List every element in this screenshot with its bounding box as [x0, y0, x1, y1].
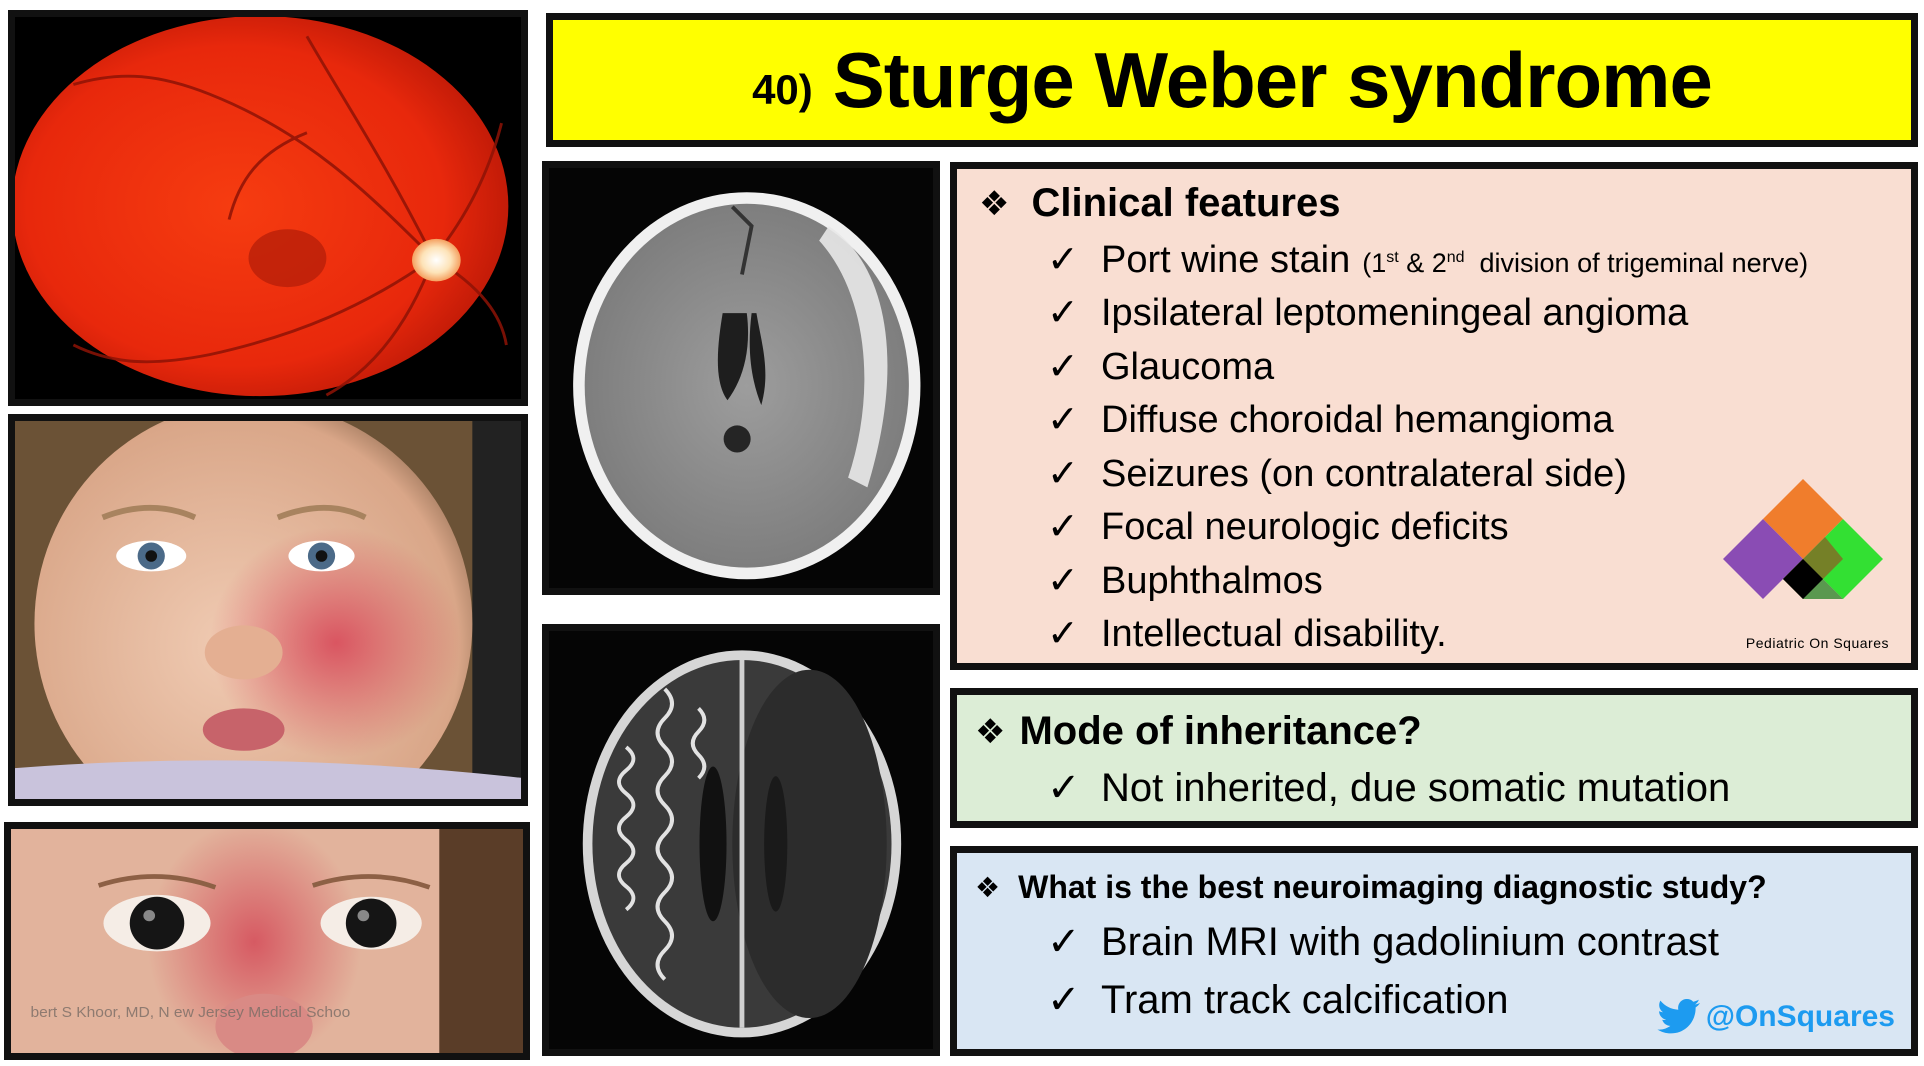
diamond-bullet-icon: ❖ [979, 183, 1010, 224]
child-face-photo [8, 414, 528, 806]
list-item: ✓ Diffuse choroidal hemangioma [1047, 397, 1614, 442]
list-item: ✓ Buphthalmos [1047, 558, 1323, 603]
check-icon: ✓ [1047, 919, 1081, 965]
check-icon: ✓ [1047, 611, 1079, 655]
check-icon: ✓ [1047, 558, 1079, 602]
item-text: Brain MRI with gadolinium contrast [1101, 920, 1720, 964]
item-text: Ipsilateral leptomeningeal angioma [1101, 292, 1689, 334]
page-title: Sturge Weber syndrome [832, 35, 1713, 124]
list-item: ✓ Brain MRI with gadolinium contrast [1047, 919, 1719, 965]
inheritance-panel: ❖ Mode of inheritance? ✓ Not inherited, … [950, 688, 1918, 828]
twitter-handle[interactable]: @OnSquares [1656, 997, 1895, 1037]
check-icon: ✓ [1047, 765, 1081, 811]
mri-scan-image [542, 624, 940, 1056]
item-text: Glaucoma [1101, 346, 1275, 388]
inheritance-heading: ❖ Mode of inheritance? [975, 709, 1422, 754]
check-icon: ✓ [1047, 237, 1079, 281]
item-text: Diffuse choroidal hemangioma [1101, 399, 1614, 441]
diamond-bullet-icon: ❖ [975, 871, 1001, 904]
clinical-heading: ❖ Clinical features [979, 181, 1341, 226]
check-icon: ✓ [1047, 977, 1081, 1023]
neuroimaging-panel: ❖ What is the best neuroimaging diagnost… [950, 846, 1918, 1056]
check-icon: ✓ [1047, 504, 1079, 548]
inheritance-heading-text: Mode of inheritance? [1019, 709, 1422, 753]
title-banner: 40) Sturge Weber syndrome [546, 13, 1918, 147]
ct-scan-image [542, 161, 940, 595]
clinical-heading-text: Clinical features [1031, 181, 1341, 225]
list-item: ✓ Seizures (on contralateral side) [1047, 451, 1627, 496]
list-item: ✓ Tram track calcification [1047, 977, 1509, 1023]
item-text: Focal neurologic deficits [1101, 506, 1509, 548]
twitter-handle-text: @OnSquares [1705, 1000, 1895, 1033]
item-text: Port wine stain [1101, 239, 1351, 281]
item-text: Not inherited, due somatic mutation [1101, 766, 1731, 810]
child-eyes-photo: bert S Khoor, MD, N ew Jersey Medical Sc… [4, 822, 530, 1060]
item-text: Buphthalmos [1101, 560, 1323, 602]
item-text: Seizures (on contralateral side) [1101, 453, 1627, 495]
check-icon: ✓ [1047, 397, 1079, 441]
diamond-bullet-icon: ❖ [975, 711, 1006, 752]
imaging-heading-text: What is the best neuroimaging diagnostic… [1018, 869, 1767, 905]
imaging-heading: ❖ What is the best neuroimaging diagnost… [975, 869, 1767, 906]
list-item: ✓ Intellectual disability. [1047, 611, 1447, 656]
twitter-bird-icon [1657, 999, 1700, 1034]
photo-watermark: bert S Khoor, MD, N ew Jersey Medical Sc… [30, 1004, 350, 1021]
check-icon: ✓ [1047, 290, 1079, 334]
check-icon: ✓ [1047, 344, 1079, 388]
list-item: ✓ Not inherited, due somatic mutation [1047, 765, 1730, 811]
fundus-photo [8, 10, 528, 406]
slide-number: 40) [752, 66, 813, 113]
logo-icon [1723, 479, 1883, 599]
list-item: ✓ Port wine stain (1st & 2nd division of… [1047, 237, 1808, 282]
list-item: ✓ Ipsilateral leptomeningeal angioma [1047, 290, 1688, 335]
item-text: Intellectual disability. [1101, 613, 1447, 655]
item-text: Tram track calcification [1101, 978, 1509, 1022]
clinical-features-panel: ❖ Clinical features ✓ Port wine stain (1… [950, 162, 1918, 670]
logo-text: Pediatric On Squares [1745, 635, 1889, 651]
list-item: ✓ Focal neurologic deficits [1047, 504, 1509, 549]
item-note: (1st & 2nd division of trigeminal nerve) [1362, 248, 1809, 278]
list-item: ✓ Glaucoma [1047, 344, 1274, 389]
check-icon: ✓ [1047, 451, 1079, 495]
